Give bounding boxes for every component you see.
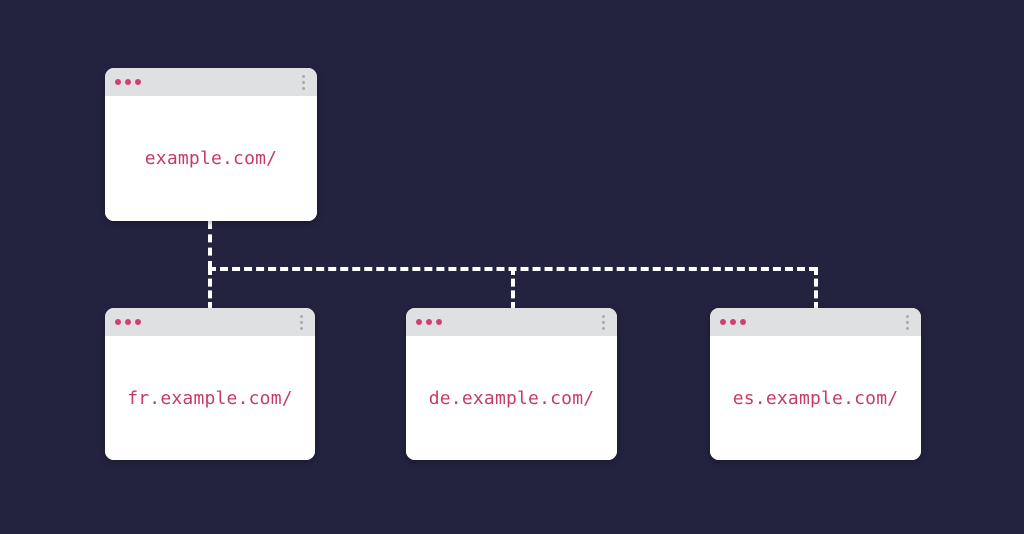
window-content: es.example.com/ (710, 336, 921, 460)
kebab-menu-icon[interactable] (299, 73, 308, 92)
kebab-menu-icon[interactable] (297, 313, 306, 332)
traffic-lights-icon (720, 319, 746, 325)
node-es-window[interactable]: es.example.com/ (710, 308, 921, 460)
edge-root-down (208, 221, 212, 269)
node-fr-window[interactable]: fr.example.com/ (105, 308, 315, 460)
traffic-lights-icon (115, 79, 141, 85)
edge-to-de (511, 267, 515, 310)
edge-to-fr (208, 267, 212, 310)
window-titlebar (406, 308, 617, 336)
node-url-label: fr.example.com/ (127, 387, 293, 409)
window-titlebar (105, 308, 315, 336)
traffic-lights-icon (115, 319, 141, 325)
node-de-window[interactable]: de.example.com/ (406, 308, 617, 460)
node-url-label: example.com/ (144, 148, 278, 169)
node-root-window[interactable]: example.com/ (105, 68, 317, 221)
kebab-menu-icon[interactable] (903, 313, 912, 332)
window-content: fr.example.com/ (105, 336, 315, 460)
node-url-label: de.example.com/ (428, 387, 595, 409)
window-titlebar (710, 308, 921, 336)
node-url-label: es.example.com/ (732, 387, 899, 409)
kebab-menu-icon[interactable] (599, 313, 608, 332)
traffic-lights-icon (416, 319, 442, 325)
edge-to-es (814, 267, 818, 310)
window-titlebar (105, 68, 317, 96)
window-content: example.com/ (105, 96, 317, 221)
window-content: de.example.com/ (406, 336, 617, 460)
